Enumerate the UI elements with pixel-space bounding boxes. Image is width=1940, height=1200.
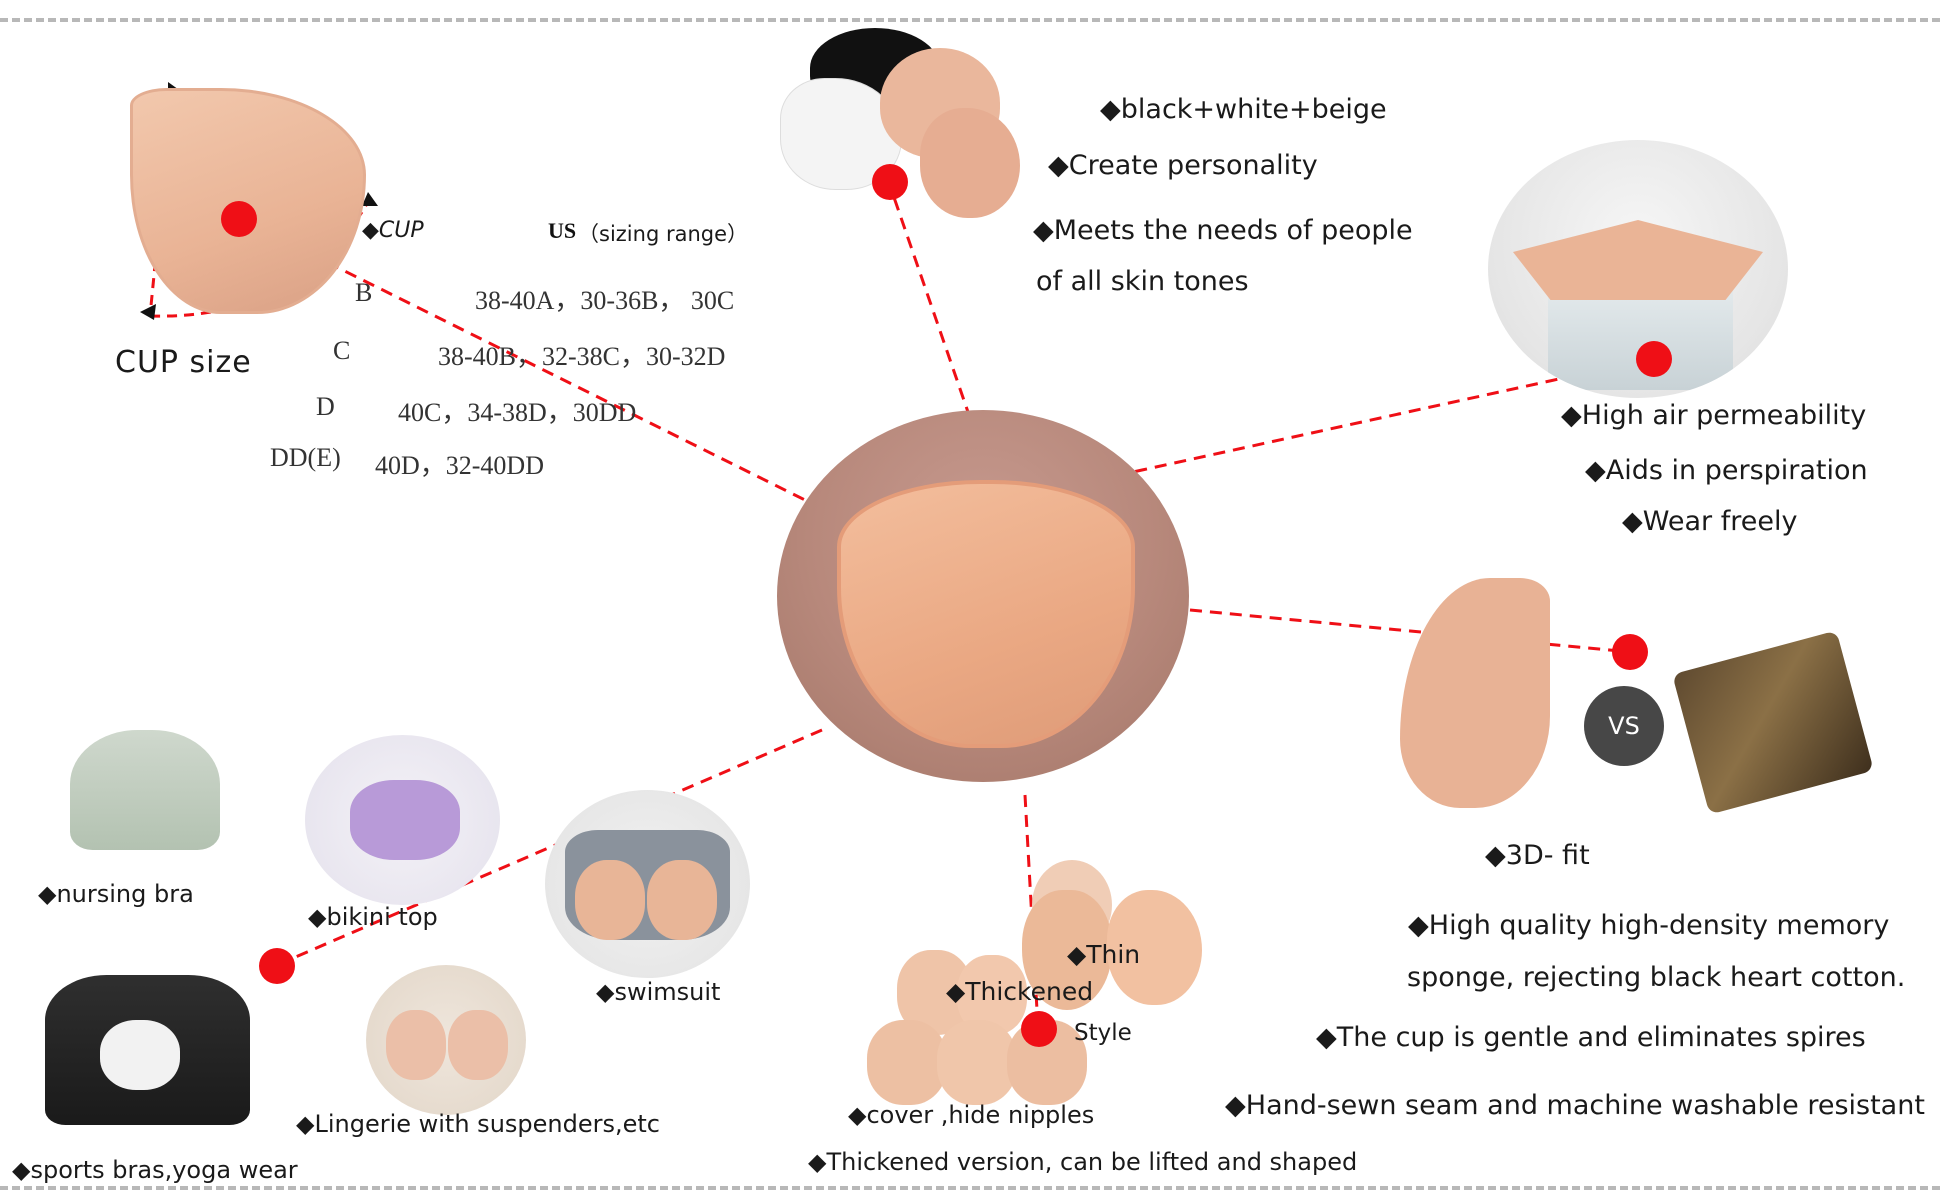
cup-size-dot: [221, 201, 257, 237]
row-b-range: 38-40A，30-36B， 30C: [475, 286, 735, 315]
fit-item-4: ◆Hand-sewn seam and machine washable res…: [1225, 1090, 1925, 1121]
style-dot: [1021, 1011, 1057, 1047]
3d-fit-photo: [1380, 568, 1555, 813]
row-c-range: 38-40B，32-38C，30-32D: [438, 342, 726, 371]
cup-header: ◆CUP: [362, 218, 424, 243]
colors-item-4: of all skin tones: [1036, 266, 1249, 297]
connector-fit: [1189, 608, 1631, 654]
fit-item-2: sponge, rejecting black heart cotton.: [1407, 962, 1906, 993]
style-thickened: ◆Thickened: [946, 977, 1094, 1006]
fit-title: ◆3D- fit: [1485, 840, 1590, 871]
cup-diagram: [130, 88, 370, 318]
air-item-3: ◆Wear freely: [1622, 506, 1798, 537]
air-item-2: ◆Aids in perspiration: [1585, 455, 1868, 486]
arrow-right: [362, 192, 378, 206]
row-d-cup: D: [316, 392, 335, 421]
row-b-cup: B: [355, 278, 373, 307]
style-thin: ◆Thin: [1067, 940, 1141, 969]
center-product-photo: [777, 410, 1189, 782]
use-sports: ◆sports bras,yoga wear: [12, 1156, 298, 1184]
lingerie-photo: [366, 965, 526, 1115]
colors-dot: [872, 164, 908, 200]
sports-bra-photo: [45, 975, 250, 1135]
style-version: ◆Thickened version, can be lifted and sh…: [808, 1148, 1358, 1176]
bottom-dashed-border: [0, 1186, 1940, 1190]
style-cover: ◆cover ,hide nipples: [848, 1101, 1095, 1129]
top-dashed-border: [0, 18, 1940, 22]
air-dot: [1636, 341, 1672, 377]
row-dde-range: 40D，32-40DD: [375, 451, 544, 480]
cup-size-title: CUP size: [115, 345, 252, 380]
use-bikini: ◆bikini top: [308, 903, 438, 931]
uses-dot: [259, 948, 295, 984]
colors-item-1: ◆black+white+beige: [1100, 94, 1387, 125]
fit-item-3: ◆The cup is gentle and eliminates spires: [1316, 1022, 1866, 1053]
use-lingerie: ◆Lingerie with suspenders,etc: [296, 1110, 660, 1138]
row-d-range: 40C，34-38D，30DD: [398, 398, 637, 427]
arrow-bottom: [140, 304, 156, 320]
us-header: US: [548, 218, 577, 243]
colors-item-3: ◆Meets the needs of people: [1033, 215, 1413, 246]
sizing-range-header: （sizing range）: [578, 222, 749, 246]
style-pads-image: [862, 860, 1202, 1105]
air-item-1: ◆High air permeability: [1561, 400, 1867, 431]
fit-dot: [1612, 634, 1648, 670]
color-pads-image: [780, 28, 1020, 228]
swimsuit-photo: [545, 790, 750, 978]
row-dde-cup: DD(E): [270, 443, 341, 472]
use-nursing: ◆nursing bra: [38, 880, 194, 908]
colors-item-2: ◆Create personality: [1048, 150, 1318, 181]
bikini-top-photo: [305, 735, 500, 905]
nursing-bra-photo: [55, 690, 235, 870]
row-c-cup: C: [333, 336, 351, 365]
vs-badge: VS: [1584, 686, 1664, 766]
style-label: Style: [1074, 1020, 1132, 1046]
connector-colors: [886, 179, 970, 413]
use-swimsuit: ◆swimsuit: [596, 978, 721, 1006]
fit-item-1: ◆High quality high-density memory: [1408, 910, 1890, 941]
